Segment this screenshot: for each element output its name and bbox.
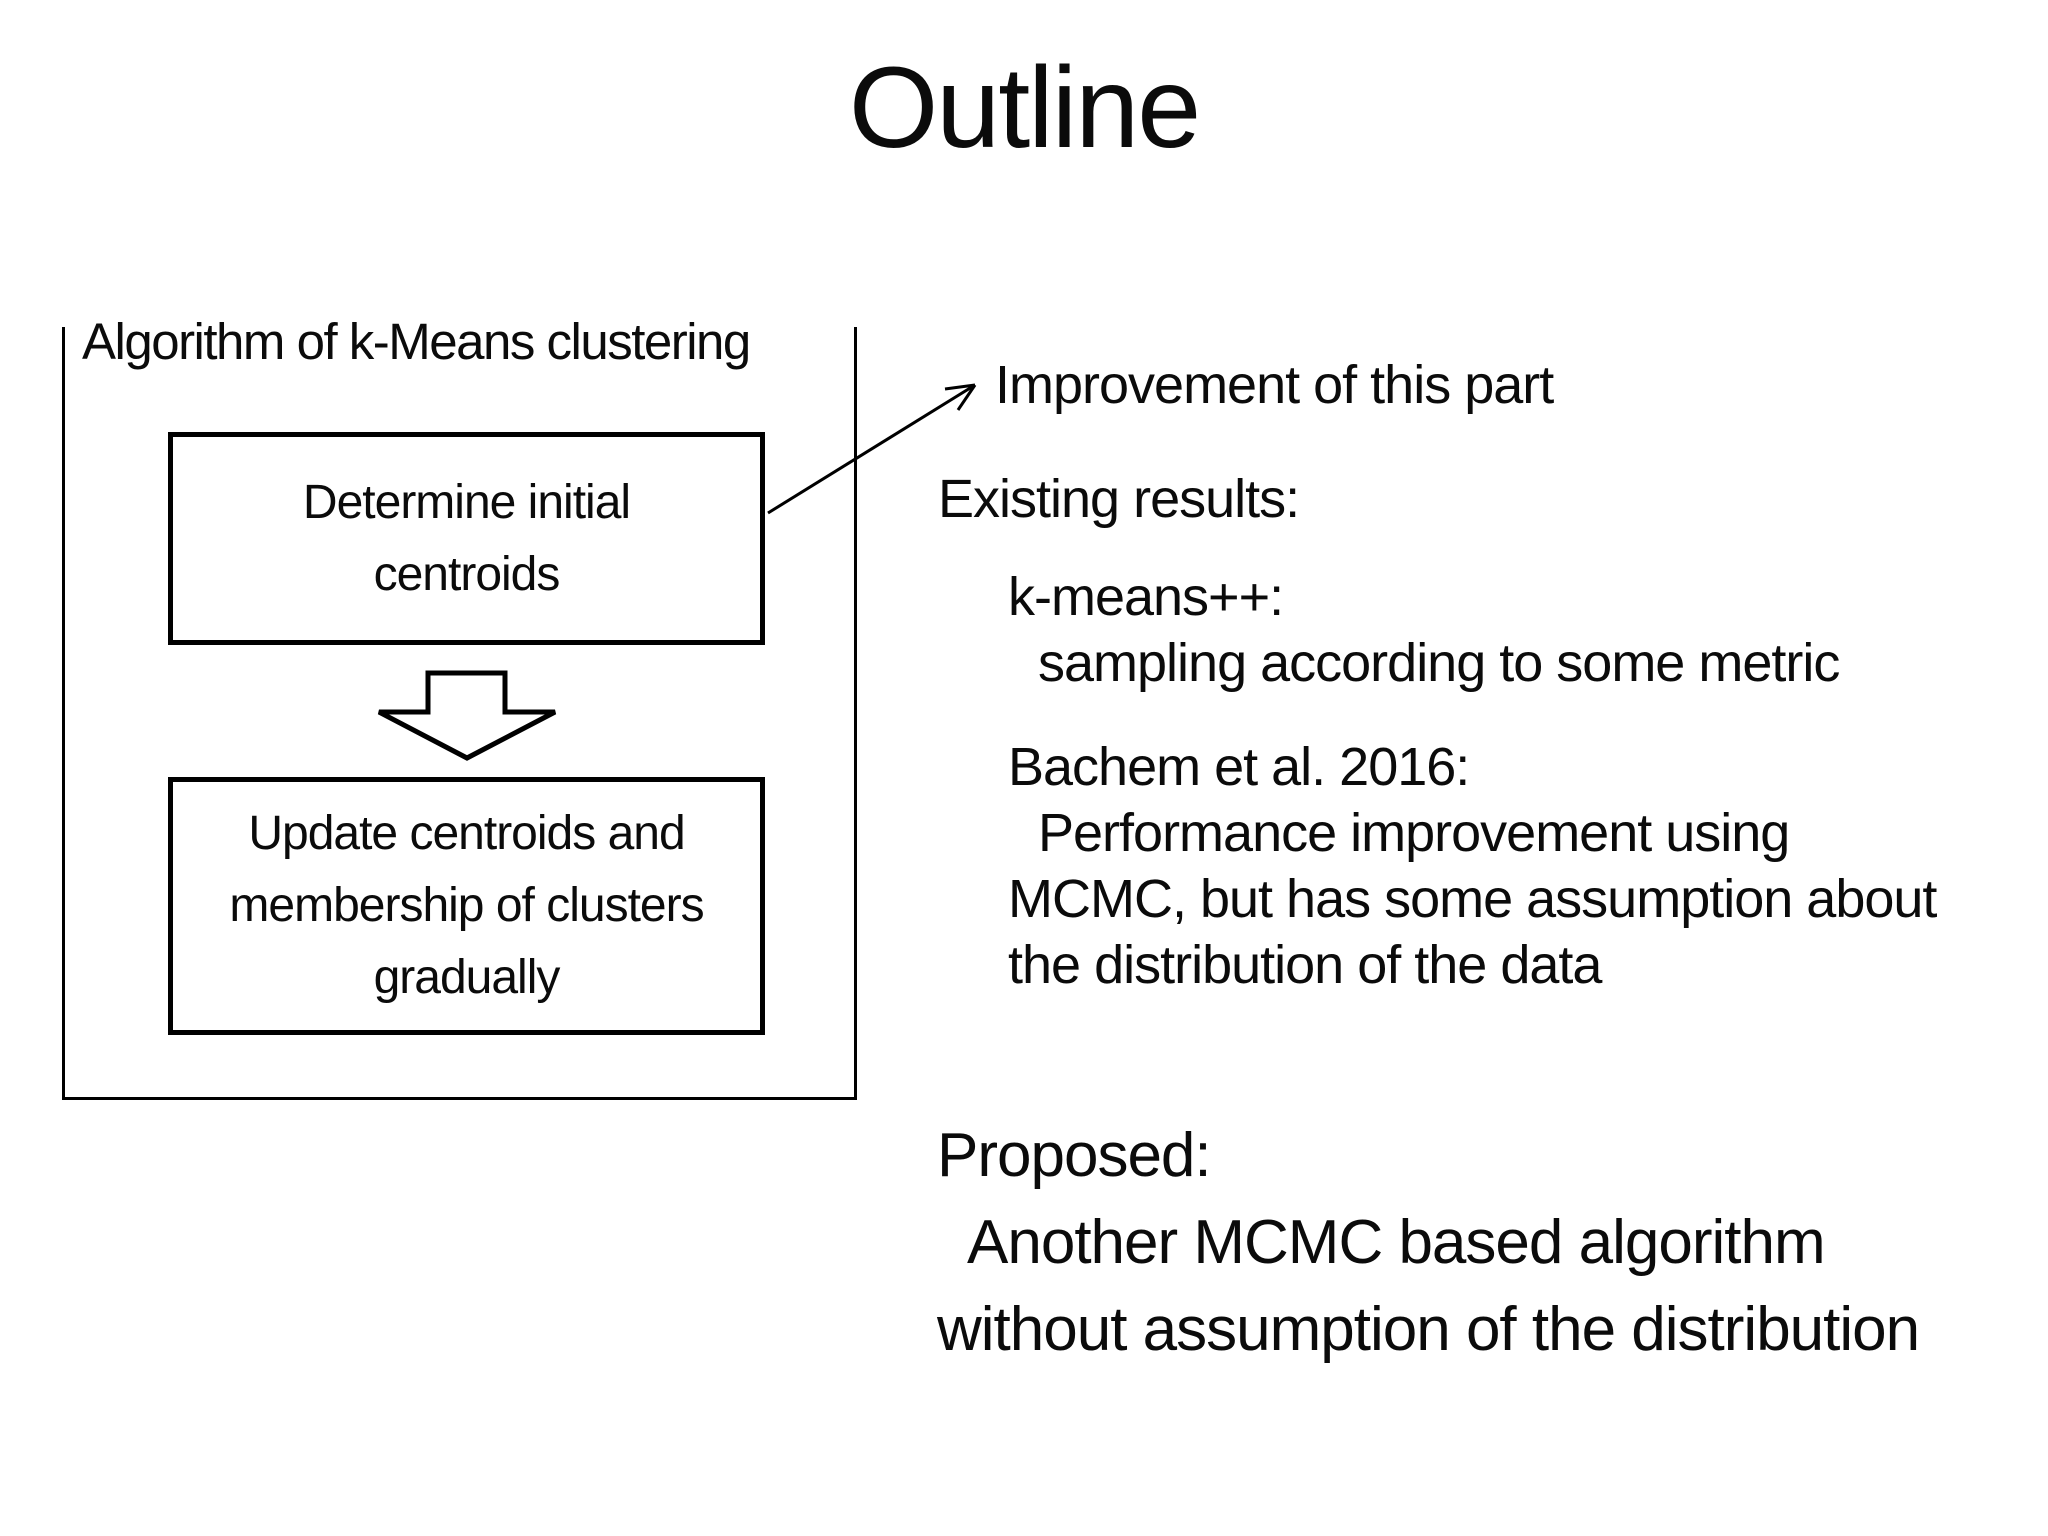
callout-improvement-label: Improvement of this part (995, 355, 1554, 415)
proposed-note-line: Proposed: (937, 1121, 1212, 1190)
proposed-note-line: without assumption of the distribution (937, 1295, 1920, 1364)
proposed-note-line: Another MCMC based algorithm (967, 1208, 1826, 1277)
existing-results-heading: Existing results: (938, 469, 1300, 529)
bachem-note-line: Bachem et al. 2016: (1008, 737, 1470, 797)
bachem-note-line: MCMC, but has some assumption about (1008, 869, 1937, 929)
box-text-line: membership of clusters (229, 879, 704, 932)
flowchart-box-update-centroids: Update centroids and membership of clust… (168, 777, 765, 1035)
box-text-line: centroids (373, 547, 561, 601)
bachem-note-line: the distribution of the data (1008, 935, 1602, 995)
box-text-line: Determine initial (302, 475, 631, 529)
kmeans-note-line: sampling according to some metric (1038, 633, 1840, 693)
bachem-note-line: Performance improvement using (1038, 803, 1790, 863)
callout-arrow-icon (767, 383, 977, 515)
flowchart-label: Algorithm of k-Means clustering (82, 313, 751, 370)
bachem-note: Bachem et al. 2016: Performance improvem… (1008, 734, 1937, 998)
flowchart-box-determine-initial-centroids: Determine initial centroids (168, 432, 765, 645)
box-text-line: Update centroids and (248, 807, 685, 860)
kmeans-note-line: k-means++: (1008, 567, 1284, 627)
kmeans-note: k-means++: sampling according to some me… (1008, 564, 1840, 696)
proposed-note: Proposed: Another MCMC based algorithm w… (937, 1112, 1920, 1373)
flowchart-container-border (62, 327, 857, 1100)
box-text-line: gradually (373, 951, 561, 1004)
down-block-arrow-icon (377, 670, 557, 761)
slide-title: Outline (848, 44, 1201, 172)
